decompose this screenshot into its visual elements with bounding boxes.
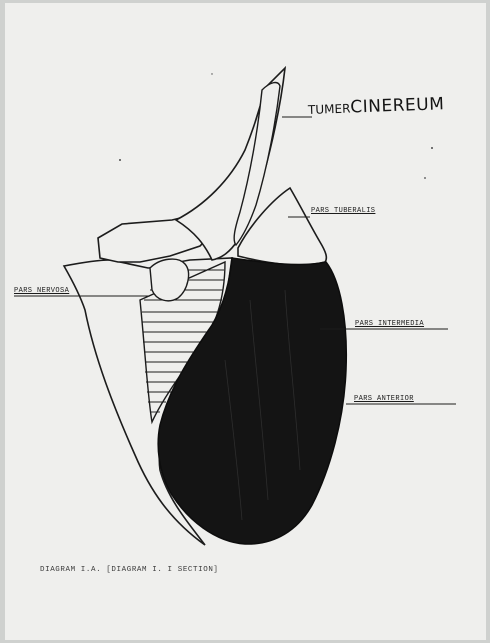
- label-pars-intermedia: PARS INTERMEDIA: [355, 320, 424, 328]
- label-pars-tuberalis: PARS TUBERALIS: [311, 207, 375, 215]
- label-pars-nervosa: PARS NERVOSA: [14, 287, 69, 295]
- label-tuber-cinereum-part1: TUMER: [308, 102, 351, 117]
- label-pars-anterior: PARS ANTERIOR: [354, 395, 414, 403]
- figure-caption: DIAGRAM I.A. [DIAGRAM I. I SECTION]: [40, 566, 219, 574]
- label-tuber-cinereum-part2: CINEREUM: [350, 94, 445, 117]
